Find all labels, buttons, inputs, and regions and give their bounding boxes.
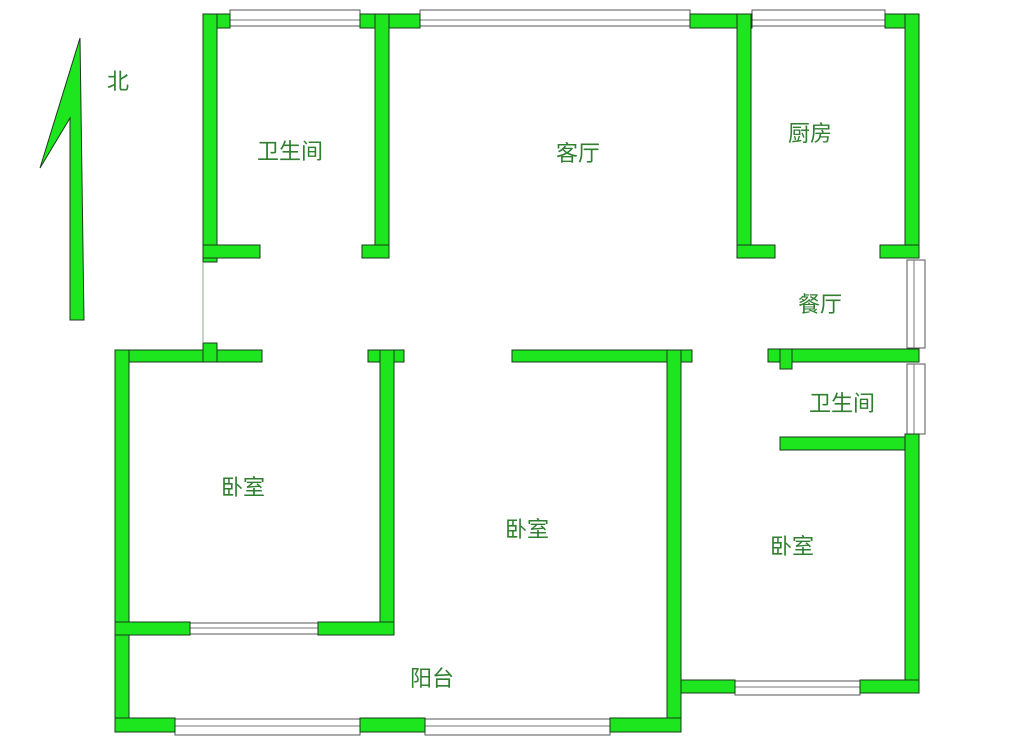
room-label-bedroom-master: 卧室 <box>504 518 550 543</box>
room-label-balcony: 阳台 <box>409 667 455 692</box>
room-label-bathroom-north: 卫生间 <box>256 140 324 165</box>
room-label-bedroom-east: 卧室 <box>769 535 815 560</box>
room-label-bathroom-east: 卫生间 <box>808 392 876 417</box>
room-label-living-room: 客厅 <box>555 142 601 167</box>
walls <box>114 13 920 733</box>
windows <box>174 9 926 736</box>
room-label-bedroom-west: 卧室 <box>220 476 266 501</box>
north-arrow-icon <box>39 37 85 321</box>
north-label: 北 <box>106 70 130 95</box>
room-label-dining-room: 餐厅 <box>797 293 843 318</box>
room-label-kitchen: 厨房 <box>787 122 833 147</box>
